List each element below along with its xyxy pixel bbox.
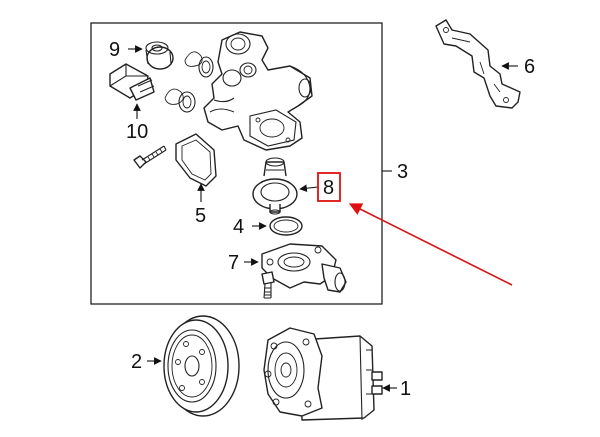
part-6-bracket[interactable] bbox=[435, 19, 521, 109]
callout-7: 7 bbox=[228, 252, 239, 274]
callout-9: 9 bbox=[109, 39, 120, 61]
callout-4: 4 bbox=[233, 216, 244, 238]
part-2-pulley[interactable] bbox=[163, 315, 240, 417]
part-7-outlet-housing[interactable] bbox=[261, 243, 347, 293]
callout-2: 2 bbox=[131, 351, 142, 373]
part-5-gasket[interactable] bbox=[175, 133, 217, 187]
part-10-sensor[interactable] bbox=[109, 63, 155, 101]
callout-10: 10 bbox=[126, 121, 148, 143]
callout-8: 8 bbox=[323, 177, 334, 199]
callout-5: 5 bbox=[195, 205, 206, 227]
assembly-frame bbox=[90, 22, 383, 305]
part-1-water-pump[interactable] bbox=[263, 327, 383, 421]
part-8-thermostat[interactable] bbox=[252, 157, 298, 215]
part-4-o-ring[interactable] bbox=[269, 216, 303, 236]
highlight-box-8 bbox=[317, 172, 341, 202]
callout-3: 3 bbox=[397, 161, 408, 183]
leader-8 bbox=[299, 184, 319, 193]
callout-1: 1 bbox=[400, 378, 411, 400]
thermostat-housing[interactable] bbox=[203, 31, 313, 151]
callout-6: 6 bbox=[524, 56, 535, 78]
red-pointer-arrow bbox=[348, 203, 513, 286]
upper-clip-and-seals bbox=[164, 51, 214, 113]
part-9-cap[interactable] bbox=[145, 41, 174, 70]
housing-bolt bbox=[133, 145, 167, 169]
outlet-bolt bbox=[261, 271, 275, 299]
